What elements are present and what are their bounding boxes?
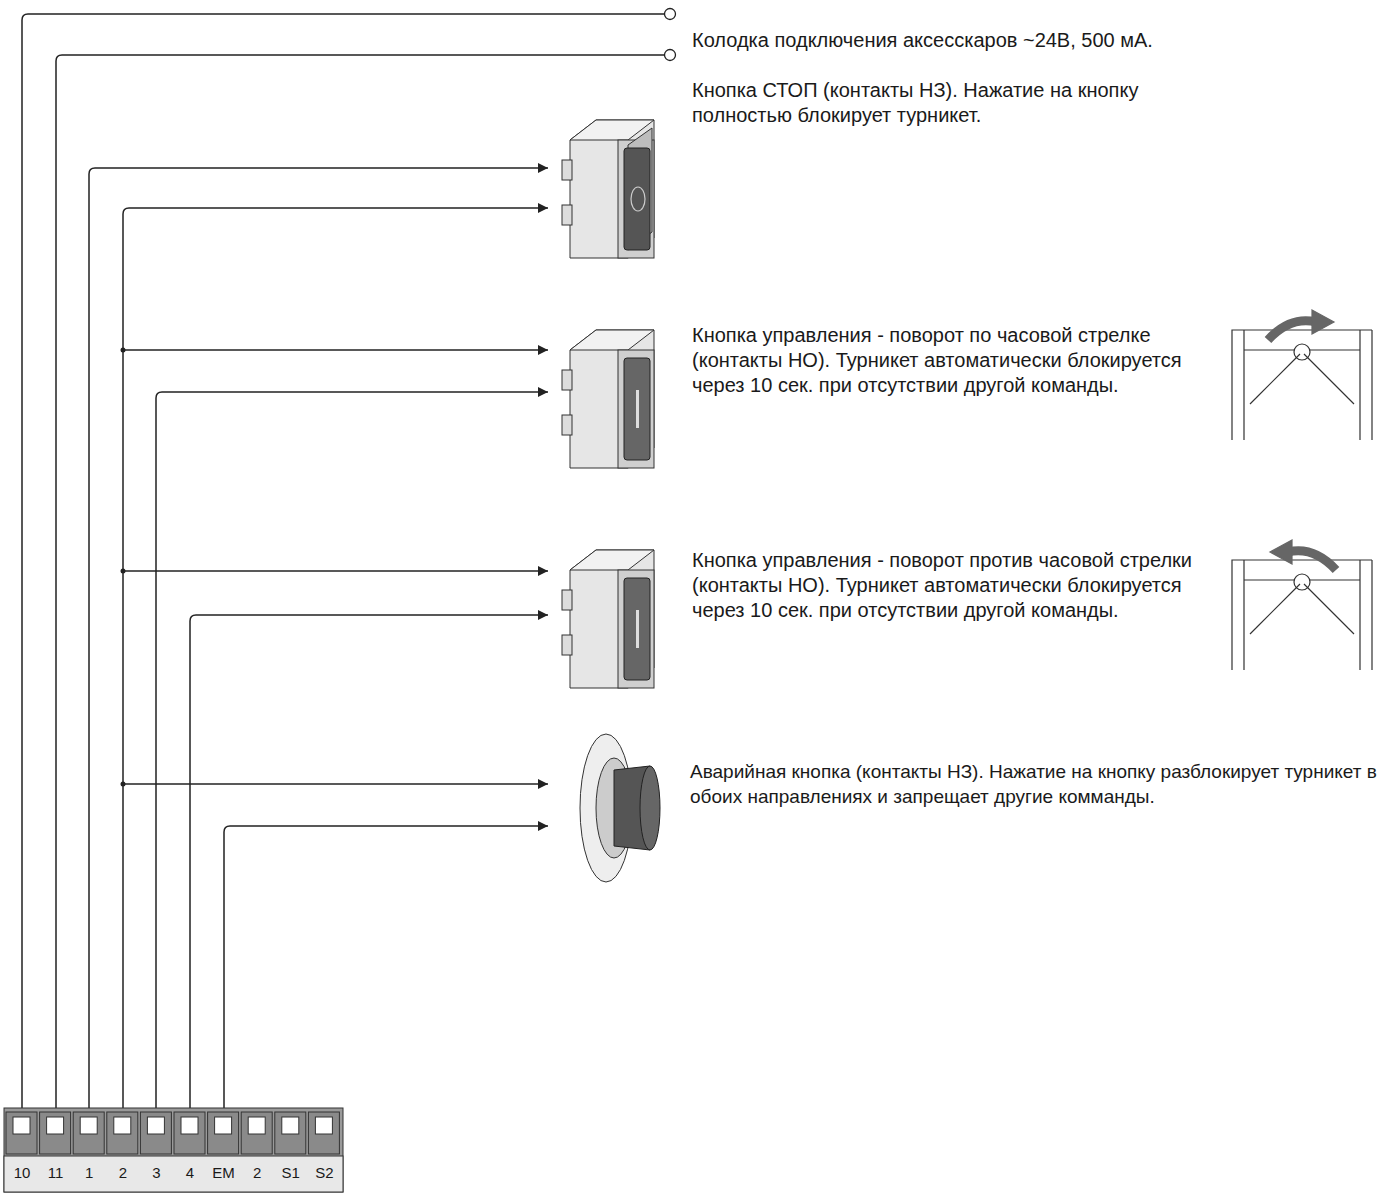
description-text: Кнопка СТОП (контакты НЗ). Нажатие на кн… xyxy=(692,78,1232,128)
terminal-label: 3 xyxy=(139,1164,173,1182)
accessory-terminals xyxy=(665,9,676,61)
terminal-cell xyxy=(241,1112,272,1154)
terminal-label: 11 xyxy=(39,1164,73,1182)
description-text: Кнопка управления - поворот по часовой с… xyxy=(692,323,1222,398)
terminal-cell xyxy=(208,1112,239,1154)
terminal-label: 4 xyxy=(173,1164,207,1182)
turnstile-cw xyxy=(1232,310,1372,440)
terminal-cell xyxy=(40,1112,71,1154)
description-text: Аварийная кнопка (контакты НЗ). Нажатие … xyxy=(690,759,1384,809)
terminal-screw-hole xyxy=(147,1117,164,1134)
terminal-screw-hole xyxy=(114,1117,131,1134)
terminal-cell xyxy=(308,1112,339,1154)
terminal-cell xyxy=(275,1112,306,1154)
terminal-cell xyxy=(107,1112,138,1154)
terminal-screw-hole xyxy=(315,1117,332,1134)
push-button xyxy=(562,550,654,688)
terminal-label: 10 xyxy=(5,1164,39,1182)
terminal-screw-hole xyxy=(282,1117,299,1134)
turnstile-ccw xyxy=(1232,540,1372,670)
push-button xyxy=(562,330,654,468)
wires xyxy=(22,14,664,1110)
junction-dots xyxy=(121,348,126,787)
terminal-screw-hole xyxy=(215,1117,232,1134)
terminal-cell xyxy=(174,1112,205,1154)
terminal-cell xyxy=(73,1112,104,1154)
terminal-cell xyxy=(140,1112,171,1154)
terminal-label: 2 xyxy=(106,1164,140,1182)
description-text: Колодка подключения аксесскаров ~24В, 50… xyxy=(692,28,1332,53)
emergency-button xyxy=(580,734,660,882)
description-text: Кнопка управления - поворот против часов… xyxy=(692,548,1222,623)
terminal-label: EM xyxy=(207,1164,241,1182)
terminal-cell xyxy=(6,1112,37,1154)
terminal-label: S1 xyxy=(274,1164,308,1182)
terminal-screw-hole xyxy=(181,1117,198,1134)
terminal-label: S2 xyxy=(307,1164,341,1182)
terminal-screw-hole xyxy=(47,1117,64,1134)
terminal-screw-hole xyxy=(80,1117,97,1134)
push-button xyxy=(562,120,654,258)
terminal-label: 1 xyxy=(72,1164,106,1182)
terminal-screw-hole xyxy=(13,1117,30,1134)
terminal-label: 2 xyxy=(240,1164,274,1182)
terminal-screw-hole xyxy=(248,1117,265,1134)
terminal-block xyxy=(4,1108,343,1192)
